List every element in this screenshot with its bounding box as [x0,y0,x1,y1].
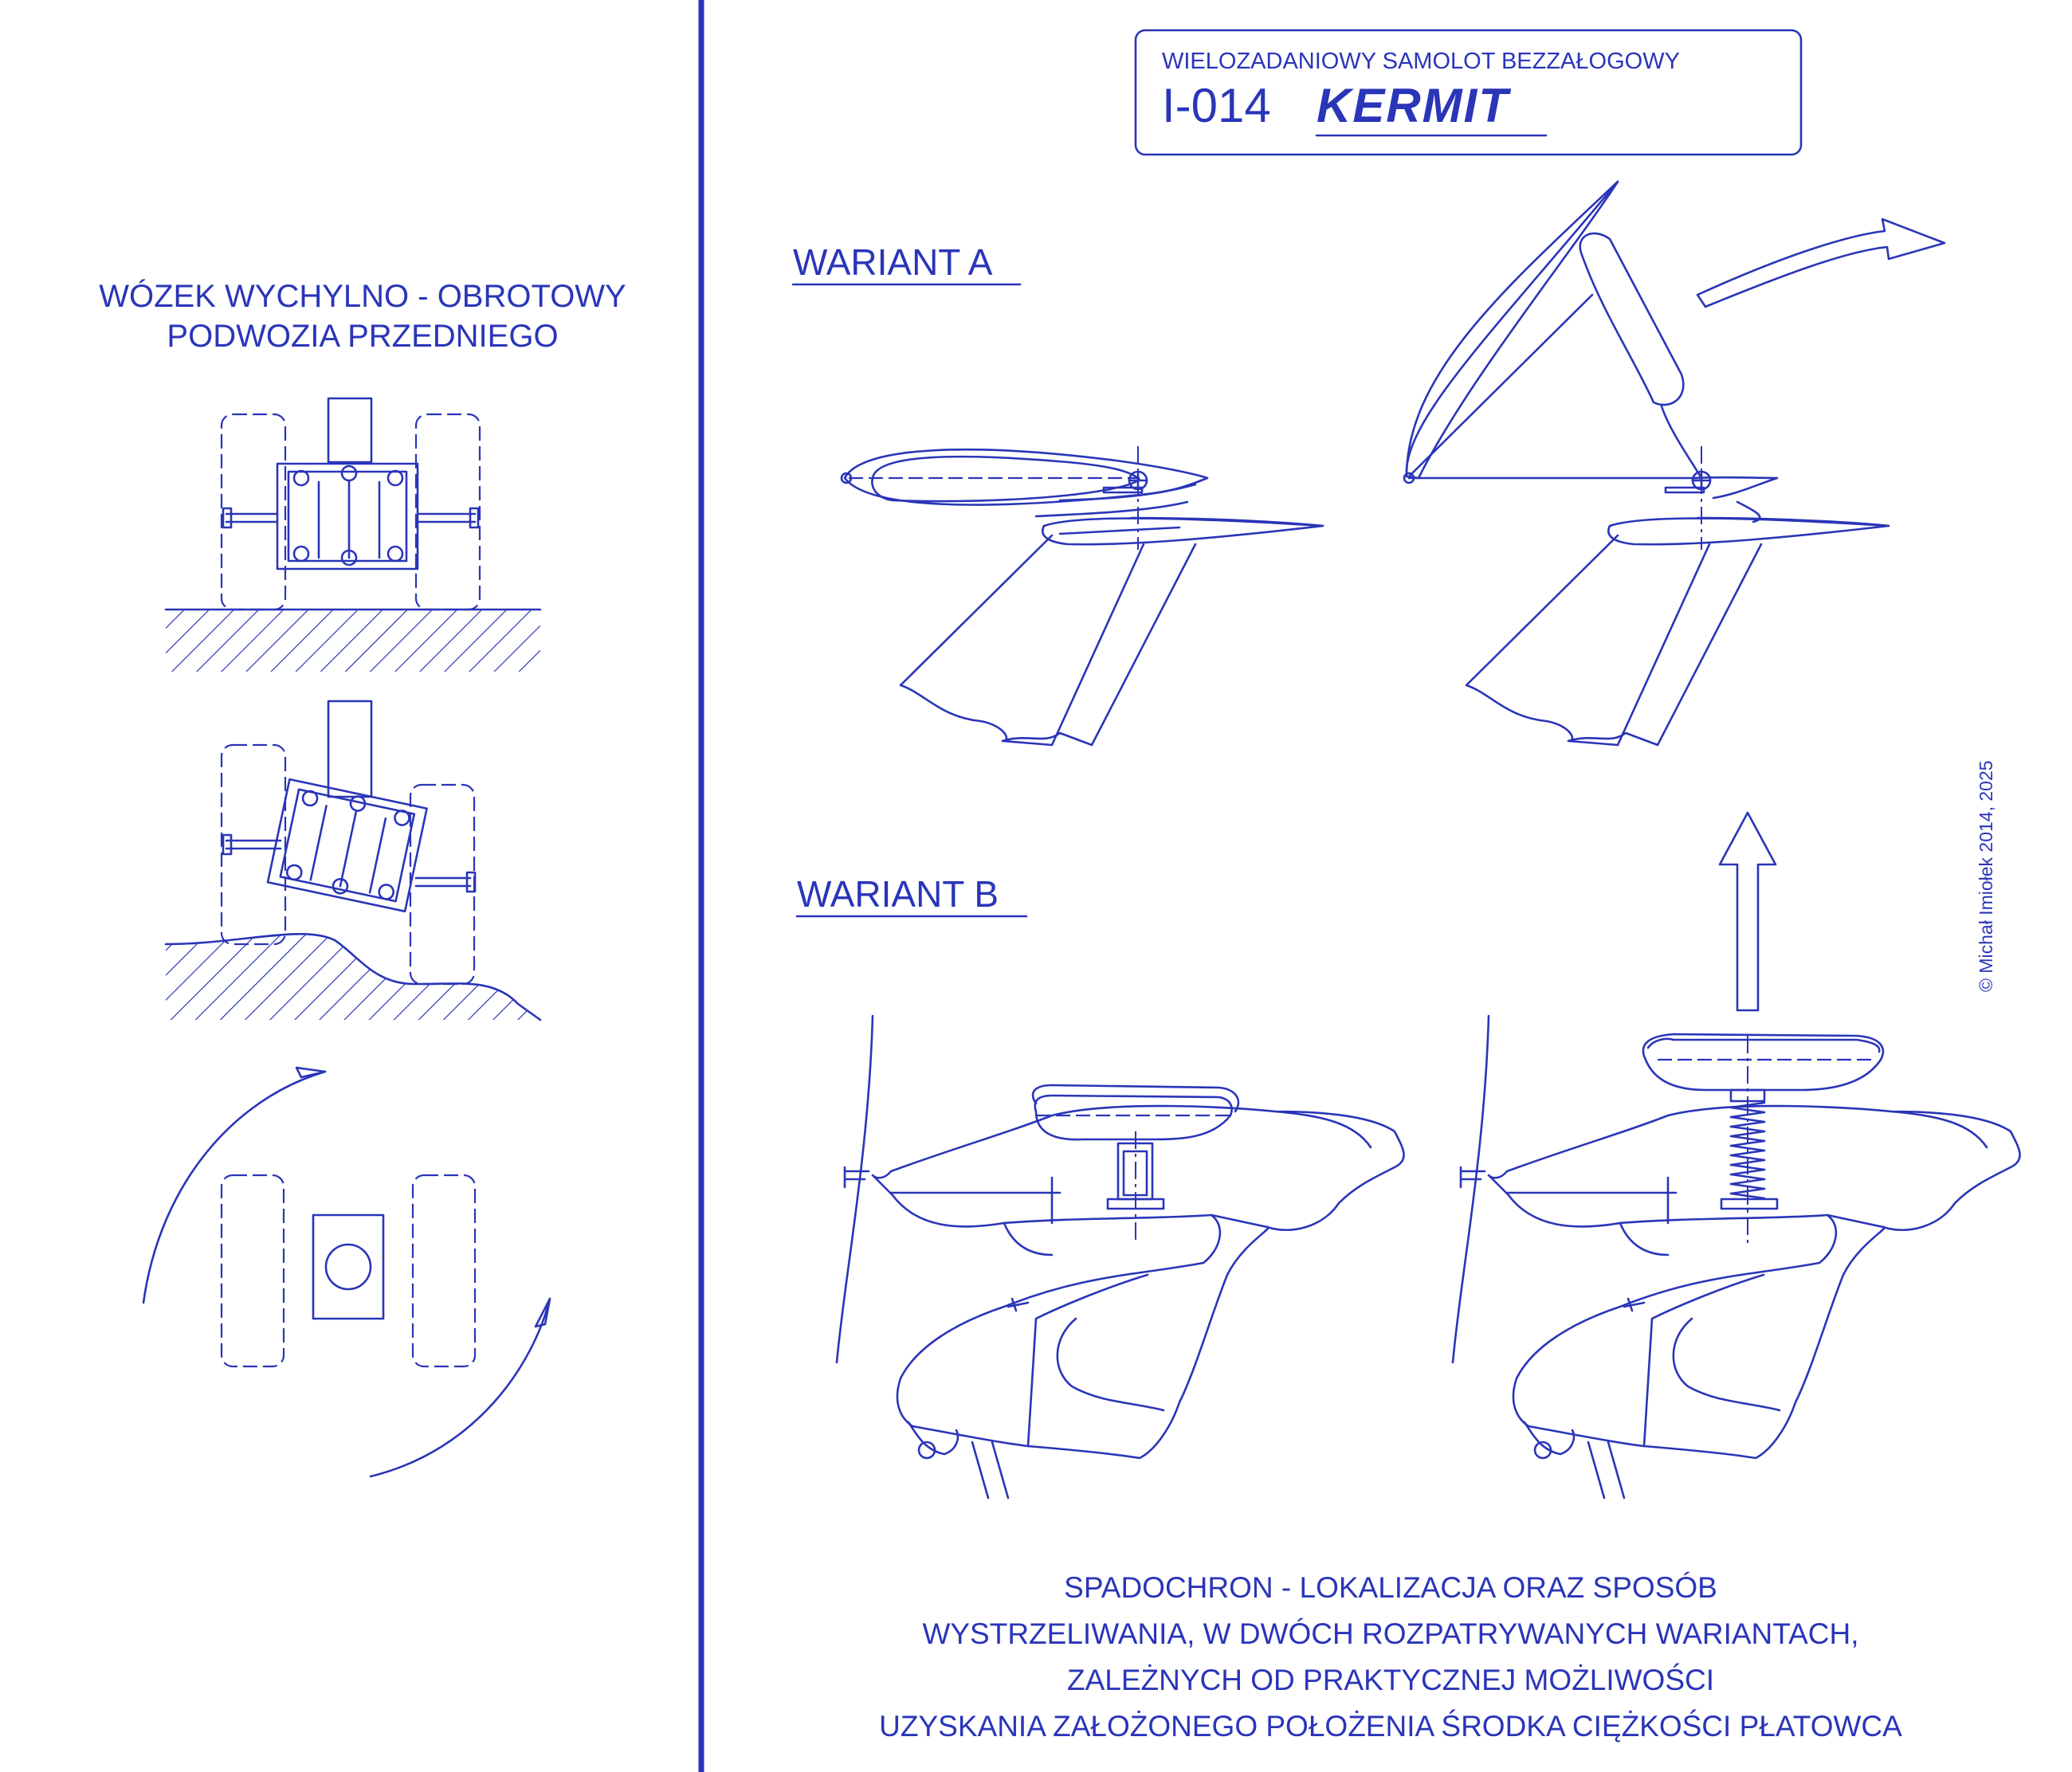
wheel-left [220,413,287,611]
title-logo-kermit: KERMIT [1317,79,1511,132]
rotation-arrow-bottom [369,1297,551,1478]
bogie-level-ground [164,397,542,672]
caption-line1: SPADOCHRON - LOKALIZACJA ORAZ SPOSÓB [1064,1571,1717,1604]
left-heading-line1: WÓZEK WYCHYLNO - OBROTOWY [99,278,626,314]
caption-line2: WYSTRZELIWANIA, W DWÓCH ROZPATRYWANYCH W… [922,1617,1858,1650]
deploy-arrow [1696,218,1946,308]
wheel-right [414,413,481,611]
bogie-uneven-ground [164,700,542,1021]
variant-b-stowed [835,1014,1405,1500]
title-designation: I-014 [1162,79,1271,132]
title-subtitle: WIELOZADANIOWY SAMOLOT BEZZAŁOGOWY [1162,49,1680,74]
variant-a-deploying [1403,180,1946,747]
caption-line3: ZALEŻNYCH OD PRAKTYCZNEJ MOŻLIWOŚCI [1067,1663,1714,1696]
variant-a-label: WARIANT A [793,241,993,283]
rotation-arrow-top [142,1070,327,1304]
caption-line4: UZYSKANIA ZAŁOŻONEGO POŁOŻENIA ŚRODKA CI… [879,1709,1902,1743]
title-box: WIELOZADANIOWY SAMOLOT BEZZAŁOGOWY I-014… [1134,29,1803,156]
left-heading-line2: PODWOZIA PRZEDNIEGO [167,319,558,354]
variant-a-stowed [840,446,1324,747]
variant-b-label: WARIANT B [797,873,999,915]
bogie-plan-view [142,1066,551,1478]
eject-arrow-up [1718,811,1777,1012]
bogie-frame [276,462,419,570]
copyright-text: © Michał Imiołek 2014, 2025 [1976,760,1996,992]
variant-b-ejected [1451,811,2021,1500]
strut [327,397,373,464]
